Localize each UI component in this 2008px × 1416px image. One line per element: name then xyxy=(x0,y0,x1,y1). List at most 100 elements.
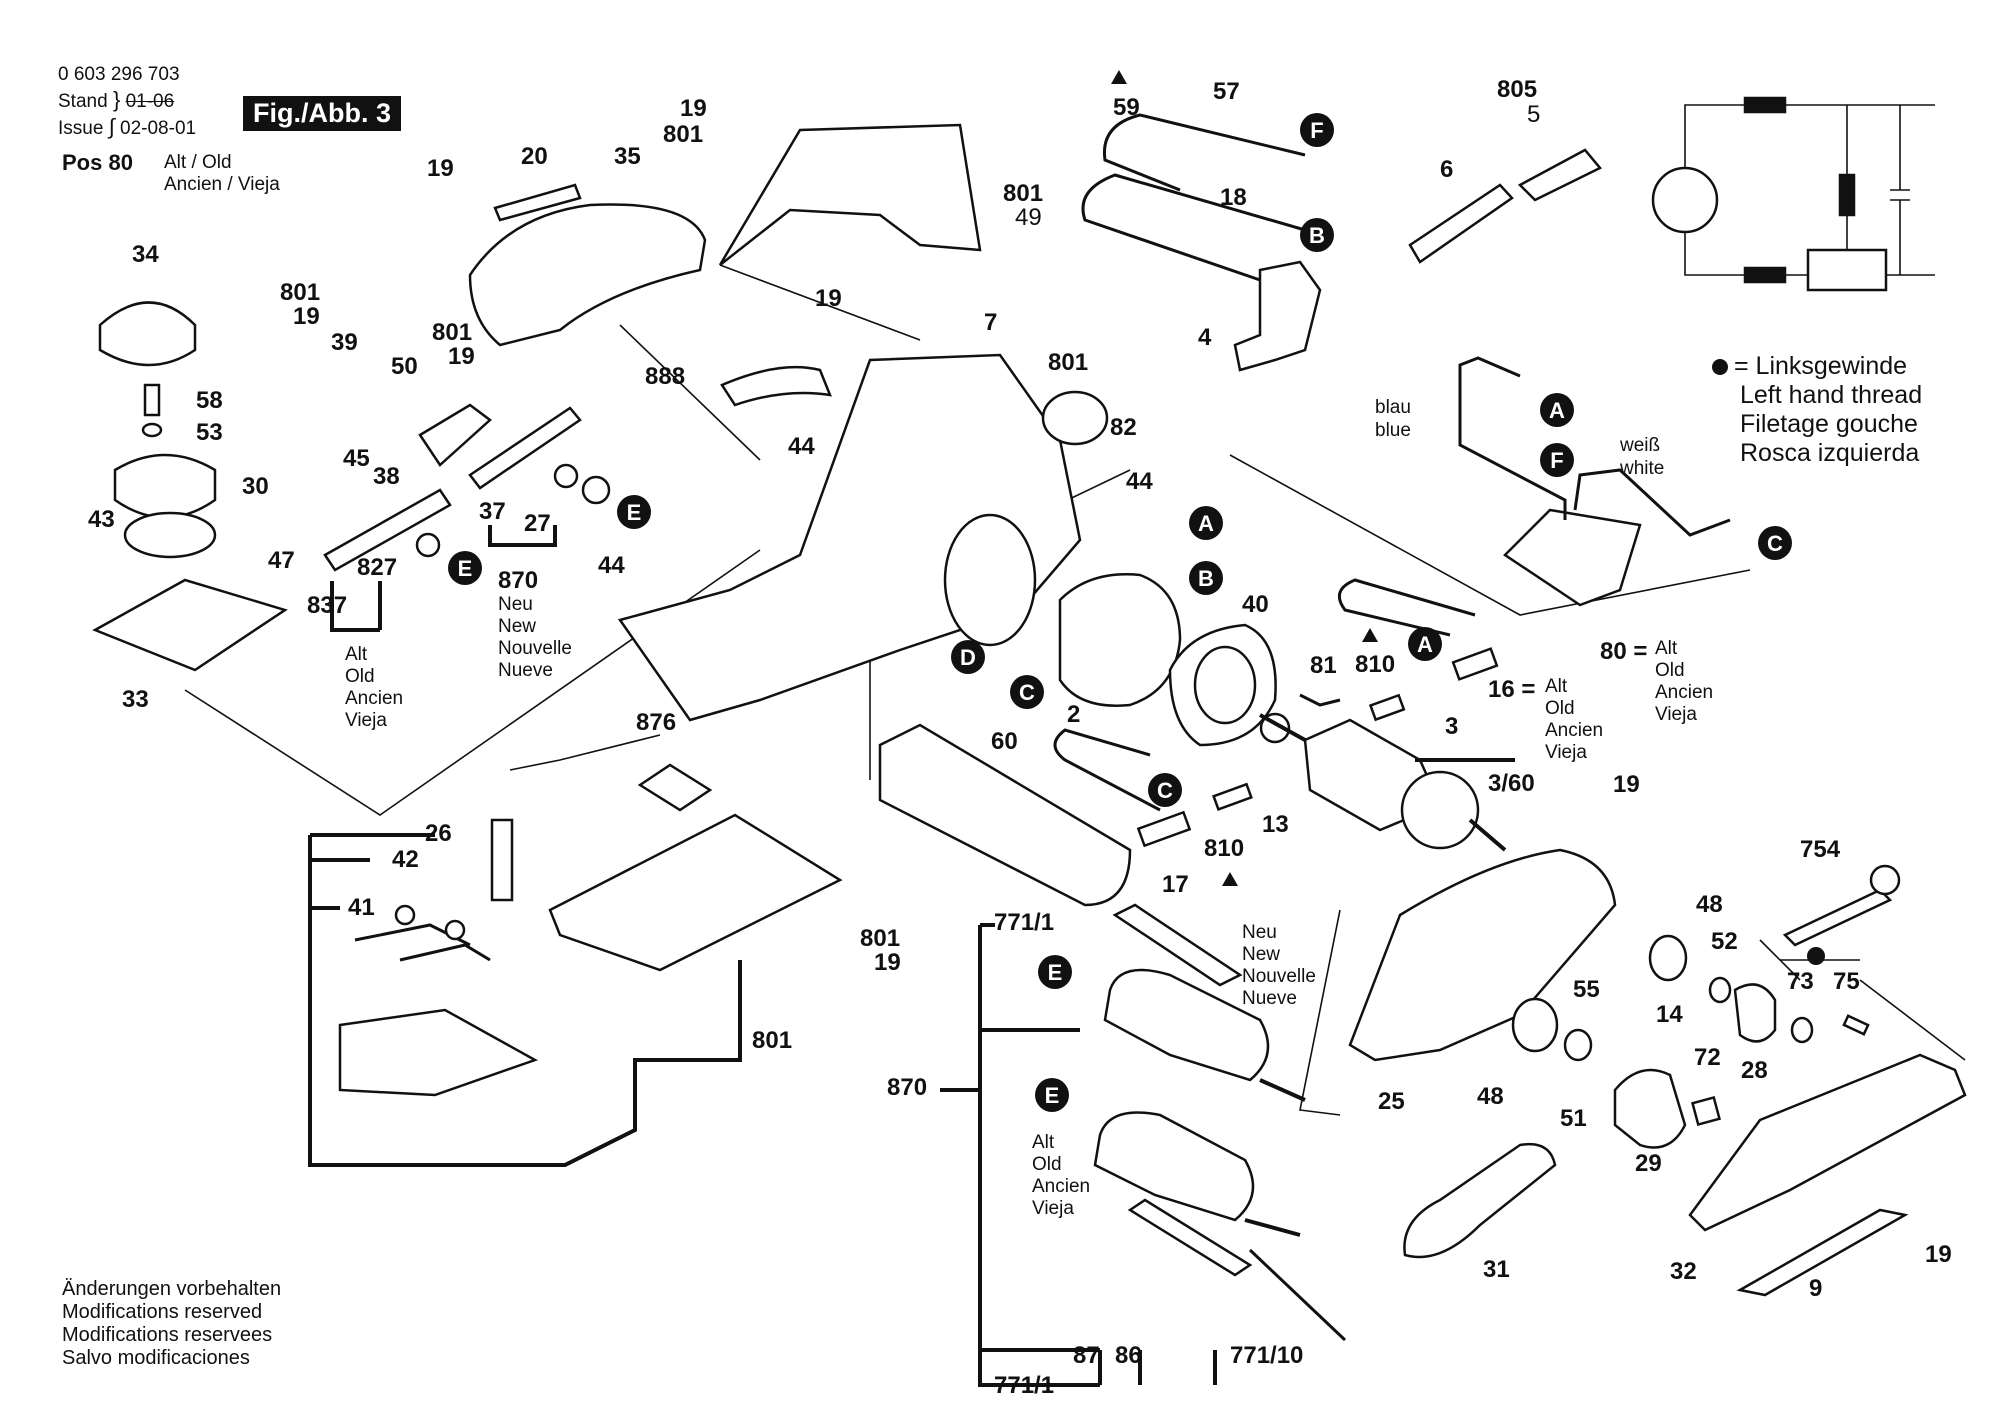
pos-label: Pos 80 xyxy=(62,150,133,175)
part-screw-43 xyxy=(444,919,466,941)
part-screw-42 xyxy=(394,904,416,926)
badge-f: F xyxy=(1540,443,1574,477)
callout: 26 xyxy=(425,820,452,847)
part-lower-blade-clamp xyxy=(1127,1198,1253,1277)
callout: 810 xyxy=(1355,651,1395,678)
callout: 19 xyxy=(874,949,901,976)
callout: 19 xyxy=(1613,771,1640,798)
badge-b: B xyxy=(1300,218,1334,252)
alt-label-pos80: Alt Old Ancien Vieja xyxy=(1655,638,1713,725)
svg-text:Vieja: Vieja xyxy=(1545,742,1587,763)
callout: 50 xyxy=(391,353,418,380)
stand-value: 01-06 xyxy=(125,91,175,112)
part-cable-sleeve xyxy=(1408,183,1514,264)
part-handle-cover xyxy=(468,203,707,347)
issue-row: Issue ∫ 02-08-01 xyxy=(58,114,197,139)
callout: 44 xyxy=(598,552,625,579)
badge-e: E xyxy=(1035,1078,1069,1112)
callout: 29 xyxy=(1635,1150,1662,1177)
legend: = Linksgewinde Left hand thread Filetage… xyxy=(1712,352,1922,468)
letter-badges: F B E E A F C A B D C A C E E xyxy=(448,113,1792,1112)
part-main-housing xyxy=(617,353,1082,722)
part-nut-72 xyxy=(1690,1095,1722,1127)
triangle-icon xyxy=(1362,628,1378,642)
callout: 87 xyxy=(1073,1342,1100,1369)
badge-f: F xyxy=(1300,113,1334,147)
badge-a: A xyxy=(1540,393,1574,427)
part-drive-belt xyxy=(1403,1142,1557,1259)
callout: 81 xyxy=(1310,652,1337,679)
part-plug xyxy=(1517,148,1602,202)
svg-text:Alt: Alt xyxy=(1655,638,1678,659)
svg-text:Nouvelle: Nouvelle xyxy=(1242,966,1316,987)
part-pulley-small xyxy=(1733,983,1777,1043)
part-belt-cover xyxy=(1688,1053,1967,1232)
svg-text:B: B xyxy=(1198,566,1214,591)
callout: 25 xyxy=(1378,1088,1405,1115)
svg-text:Neu: Neu xyxy=(498,594,533,615)
callout: 19 xyxy=(1925,1241,1952,1268)
part-bearing-55 xyxy=(1511,997,1559,1053)
callout: 19 xyxy=(448,343,475,370)
callout: 75 xyxy=(1833,968,1860,995)
badge-e: E xyxy=(448,551,482,585)
callout: 13 xyxy=(1262,811,1289,838)
pos-note: Alt / Old Ancien / Vieja xyxy=(164,152,280,196)
callout: 82 xyxy=(1110,414,1137,441)
part-wire-white xyxy=(1573,468,1731,537)
svg-text:Ancien: Ancien xyxy=(1545,720,1603,741)
footer-line-es: Salvo modificaciones xyxy=(62,1347,250,1369)
callouts: 19 801 801 49 59 57 805 5 6 18 4 19 20 3… xyxy=(88,76,1952,1399)
svg-text:Vieja: Vieja xyxy=(1032,1198,1074,1219)
part-nut-73 xyxy=(1790,1016,1814,1044)
badge-b: B xyxy=(1189,561,1223,595)
callout: 41 xyxy=(348,894,375,921)
part-blade xyxy=(1248,1248,1347,1342)
badge-c: C xyxy=(1758,526,1792,560)
callout: 9 xyxy=(1809,1275,1822,1302)
svg-text:Old: Old xyxy=(1545,698,1575,719)
callout: 59 xyxy=(1113,94,1140,121)
callout: 14 xyxy=(1656,1001,1683,1028)
part-spring-plate xyxy=(354,923,491,962)
parts xyxy=(92,96,1967,1342)
part-switch xyxy=(1233,260,1322,372)
callout: 17 xyxy=(1162,871,1189,898)
circuit-schematic xyxy=(1651,96,1935,292)
part-adjust-plate xyxy=(323,488,452,572)
callout: 60 xyxy=(991,728,1018,755)
alt-label-pos16: Alt Old Ancien Vieja xyxy=(1545,676,1603,763)
svg-text:Neu: Neu xyxy=(1242,922,1277,943)
part-cutter-head-new xyxy=(1103,968,1270,1082)
callout: 44 xyxy=(1126,468,1153,495)
callout: 39 xyxy=(331,329,358,356)
callout: 888 xyxy=(645,363,685,390)
svg-text:Alt: Alt xyxy=(345,644,368,665)
wire-label-blue: blue xyxy=(1375,420,1411,441)
variant-labels: blau blue weiß white Alt Old Ancien Viej… xyxy=(345,397,1713,1219)
callout: 801 xyxy=(1048,349,1088,376)
callout: 771/1 xyxy=(994,1372,1054,1399)
svg-text:Old: Old xyxy=(1032,1154,1062,1175)
svg-text:A: A xyxy=(1198,511,1214,536)
part-base-plate xyxy=(92,578,288,672)
badge-c: C xyxy=(1148,773,1182,807)
callout: 801 xyxy=(432,319,472,346)
callout: 57 xyxy=(1213,78,1240,105)
svg-text:E: E xyxy=(458,556,473,581)
svg-text:Old: Old xyxy=(1655,660,1685,681)
stand-row: Stand } 01-06 xyxy=(58,87,175,112)
part-top-cover xyxy=(718,123,982,266)
part-wire-blue xyxy=(1458,356,1567,520)
callout: 73 xyxy=(1787,968,1814,995)
callout: 19 xyxy=(680,95,707,122)
part-depth-adjuster xyxy=(113,453,217,519)
svg-text:Alt: Alt xyxy=(1545,676,1568,697)
neu-label-870: Neu New Nouvelle Nueve xyxy=(498,594,572,681)
pos-note-line2: Ancien / Vieja xyxy=(164,174,280,195)
svg-text:New: New xyxy=(1242,944,1280,965)
callout: 49 xyxy=(1015,204,1042,231)
svg-text:Ancien: Ancien xyxy=(345,688,403,709)
callout: 80 = xyxy=(1600,638,1647,665)
